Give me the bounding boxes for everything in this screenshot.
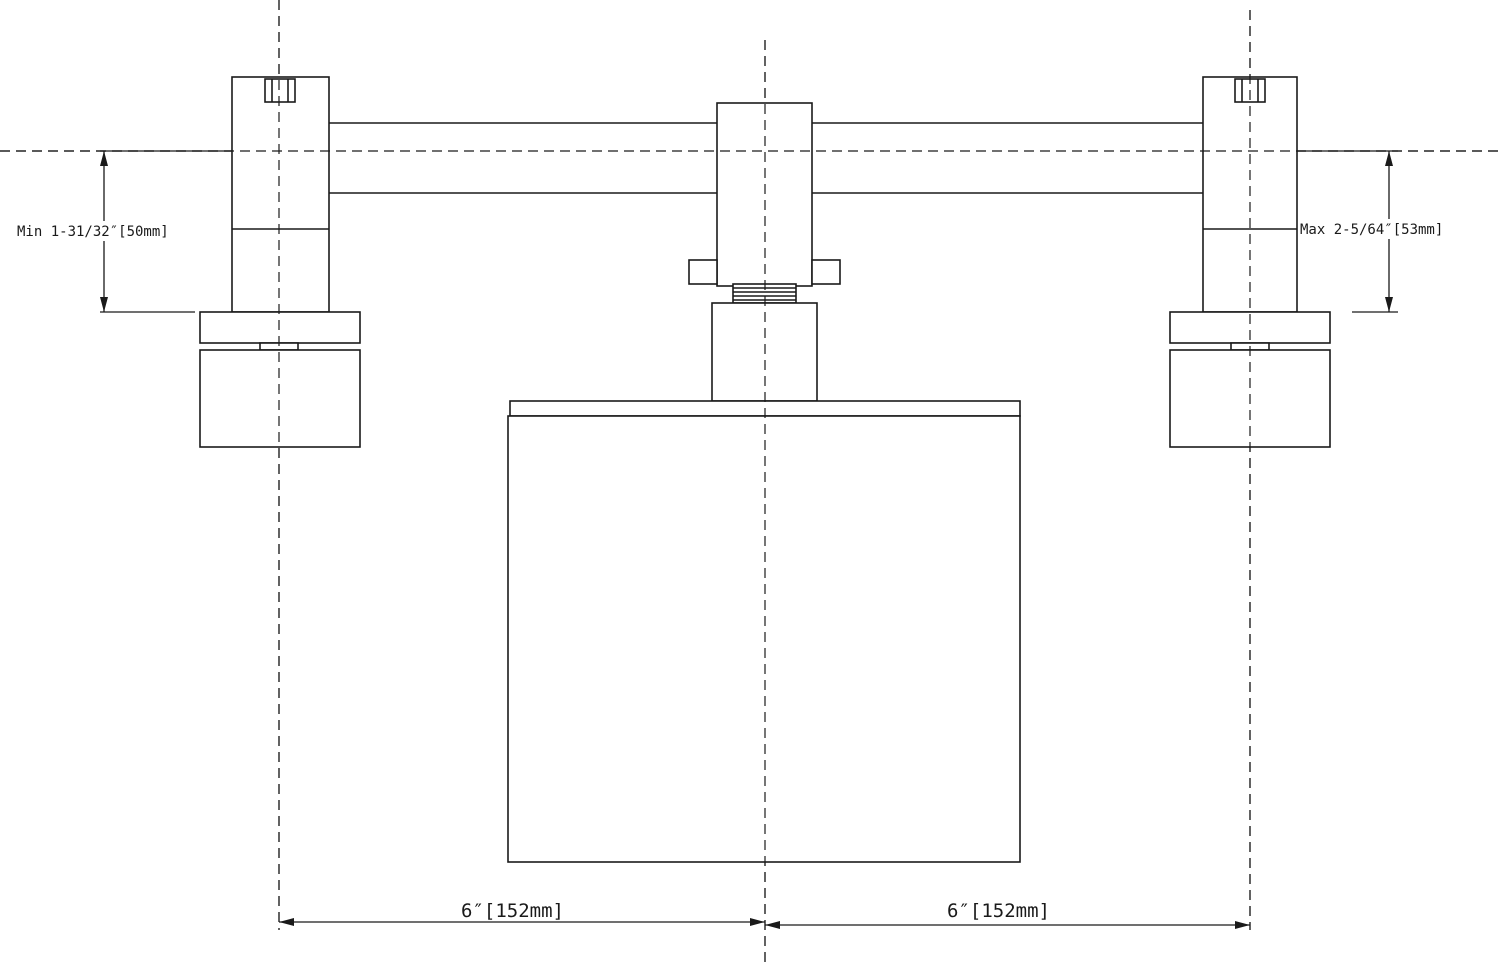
- right-spread-arrow-right: [1235, 921, 1250, 929]
- left-handle-assembly: [199, 76, 361, 448]
- min-height-dimension: Min 1-31/32″[50mm]: [14, 150, 232, 313]
- left-spread-label: 6″[152mm]: [461, 900, 564, 922]
- left-spread-arrow-left: [279, 918, 294, 926]
- cross-pipes: [317, 122, 1215, 194]
- left-handle-column: [231, 76, 330, 313]
- center-spout-assembly: [507, 102, 1021, 863]
- min-height-label: Min 1-31/32″[50mm]: [17, 224, 169, 240]
- spout-body: [507, 415, 1021, 863]
- center-hub: [716, 102, 813, 287]
- max-height-label: Max 2-5/64″[53mm]: [1300, 222, 1443, 238]
- max-dim-arrow-top: [1385, 151, 1393, 166]
- right-spread-arrow-left: [765, 921, 780, 929]
- left-pipe: [317, 122, 729, 194]
- right-pipe: [800, 122, 1215, 194]
- left-escutcheon: [199, 311, 361, 344]
- max-height-dimension: Max 2-5/64″[53mm]: [1297, 150, 1484, 313]
- min-dim-arrow-bottom: [100, 297, 108, 312]
- right-spread-label: 6″[152mm]: [947, 900, 1050, 922]
- max-dim-arrow-bottom: [1385, 297, 1393, 312]
- min-label-bg: [14, 221, 194, 241]
- max-label-bg: [1298, 219, 1484, 239]
- left-set-screw: [264, 78, 296, 103]
- right-nut: [811, 259, 841, 285]
- left-nut: [688, 259, 718, 285]
- left-base-block: [199, 349, 361, 448]
- left-spread-arrow-right: [750, 918, 765, 926]
- min-dim-arrow-top: [100, 151, 108, 166]
- spread-dimensions: 6″[152mm] 6″[152mm]: [279, 900, 1250, 929]
